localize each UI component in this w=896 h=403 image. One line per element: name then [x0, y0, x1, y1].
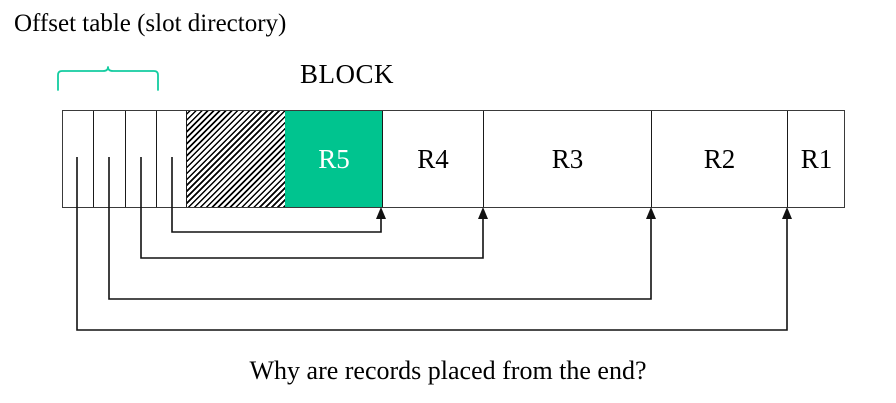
slot-divider-4: [186, 111, 187, 207]
slot-divider-3: [156, 111, 157, 207]
slot-divider-2: [125, 111, 126, 207]
offset-table-title: Offset table (slot directory): [14, 10, 287, 37]
free-space-region: [186, 111, 285, 207]
record-cell-r4: R4: [382, 111, 483, 207]
record-label-r1: R1: [800, 143, 833, 174]
block-label: BLOCK: [300, 59, 395, 89]
record-cell-r1: R1: [787, 111, 845, 207]
record-cell-r3: R3: [483, 111, 651, 207]
diagram-caption: Why are records placed from the end?: [249, 356, 647, 385]
record-label-r4: R4: [417, 143, 449, 174]
record-label-r5: R5: [318, 143, 350, 174]
record-cell-r2: R2: [651, 111, 787, 207]
slot-divider-1: [93, 111, 94, 207]
record-label-r3: R3: [551, 143, 584, 174]
record-label-r2: R2: [703, 143, 736, 174]
slot-directory-brace: [57, 66, 159, 91]
record-cell-r5: R5: [285, 111, 382, 207]
